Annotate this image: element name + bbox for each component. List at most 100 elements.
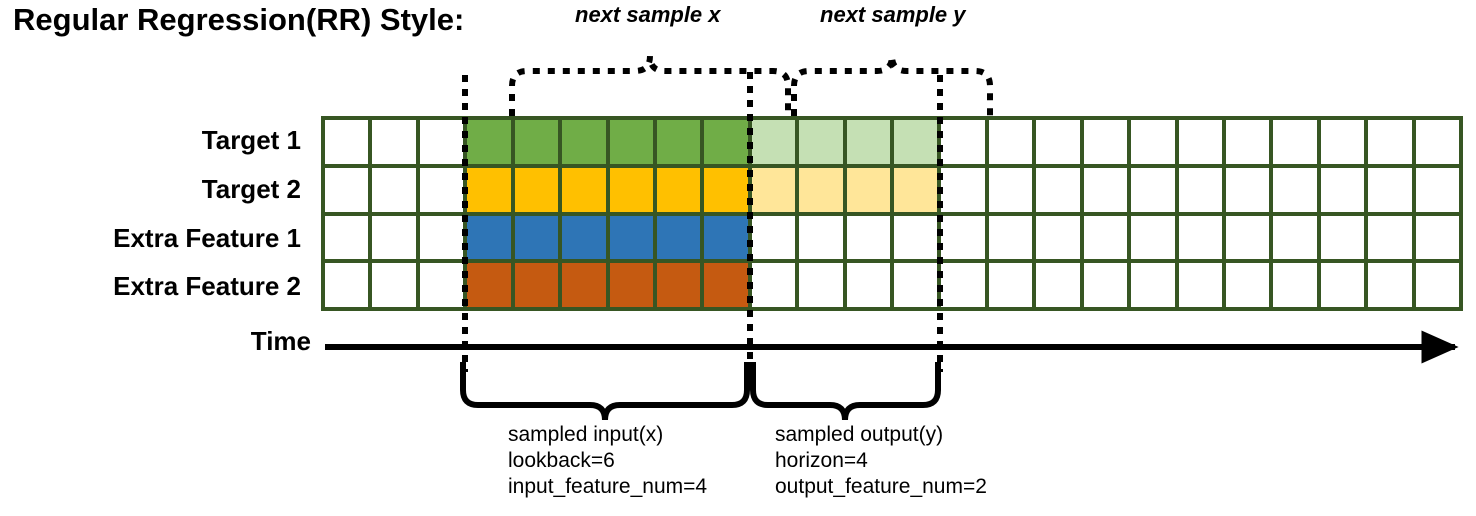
grid-cell bbox=[1225, 215, 1270, 260]
grid-cell bbox=[1368, 120, 1412, 164]
grid-cell bbox=[656, 263, 701, 307]
grid-cell bbox=[1320, 120, 1365, 164]
grid-cell bbox=[1225, 120, 1270, 164]
annotation-next-sample-y: next sample y bbox=[820, 2, 966, 27]
grid-cell bbox=[941, 263, 985, 307]
grid-cell bbox=[372, 167, 416, 212]
grid-cell bbox=[325, 167, 369, 212]
grid-cell bbox=[1225, 167, 1270, 212]
grid-cell bbox=[799, 120, 843, 164]
grid-cell bbox=[988, 167, 1033, 212]
grid-cell bbox=[751, 215, 796, 260]
grid-cell bbox=[704, 215, 748, 260]
grid-cell bbox=[941, 120, 985, 164]
grid-cell bbox=[325, 263, 369, 307]
grid-cell bbox=[656, 167, 701, 212]
grid-cell bbox=[1131, 120, 1175, 164]
grid-cell bbox=[467, 120, 511, 164]
grid-cell bbox=[894, 120, 938, 164]
grid-cell bbox=[1036, 167, 1080, 212]
grid-cell bbox=[846, 120, 890, 164]
grid-cell bbox=[1083, 215, 1128, 260]
grid-cell bbox=[1131, 215, 1175, 260]
grid-cell bbox=[799, 263, 843, 307]
grid-cell bbox=[1320, 167, 1365, 212]
grid-cell bbox=[799, 215, 843, 260]
brace-bottom-sampled-input bbox=[460, 362, 750, 421]
grid-cell bbox=[562, 215, 606, 260]
grid-cell bbox=[656, 215, 701, 260]
caption-sampled-input: sampled input(x) lookback=6 input_featur… bbox=[508, 422, 707, 500]
grid-cell bbox=[1368, 167, 1412, 212]
grid-cell bbox=[1368, 263, 1412, 307]
brace-top-next-sample-y bbox=[791, 55, 993, 116]
grid-cell bbox=[419, 167, 464, 212]
grid-cell bbox=[1036, 263, 1080, 307]
caption-input-lookback: lookback=6 bbox=[508, 449, 615, 472]
grid-cell bbox=[1415, 215, 1459, 260]
grid-cell bbox=[1178, 263, 1222, 307]
grid-cell bbox=[1036, 215, 1080, 260]
caption-input-feature-num: input_feature_num=4 bbox=[508, 475, 708, 498]
grid-cell bbox=[514, 120, 559, 164]
grid-cell bbox=[1415, 167, 1459, 212]
grid-cell bbox=[894, 263, 938, 307]
grid-cell bbox=[1036, 120, 1080, 164]
row-label-target-2: Target 2 bbox=[201, 173, 301, 204]
grid-cell bbox=[609, 120, 653, 164]
grid-cell bbox=[1273, 215, 1317, 260]
grid-cell bbox=[1225, 263, 1270, 307]
grid-cell bbox=[562, 120, 606, 164]
grid-cell bbox=[751, 263, 796, 307]
grid-cell bbox=[1083, 263, 1128, 307]
grid-cell bbox=[846, 215, 890, 260]
grid-cell bbox=[704, 120, 748, 164]
grid-cell bbox=[609, 215, 653, 260]
brace-top-next-sample-x bbox=[509, 55, 791, 116]
grid-cell bbox=[1178, 215, 1222, 260]
grid-cell bbox=[372, 120, 416, 164]
grid-cell bbox=[1368, 215, 1412, 260]
row-label-extra-feature-1: Extra Feature 1 bbox=[113, 222, 301, 253]
grid-cell bbox=[894, 167, 938, 212]
grid-cell bbox=[1083, 120, 1128, 164]
grid-cell bbox=[467, 263, 511, 307]
page-title: Regular Regression(RR) Style: bbox=[13, 2, 465, 37]
row-label-extra-feature-2: Extra Feature 2 bbox=[113, 271, 301, 302]
grid-cell bbox=[1273, 120, 1317, 164]
grid-cell bbox=[609, 167, 653, 212]
time-axis-label: Time bbox=[250, 326, 311, 356]
grid-cell bbox=[988, 263, 1033, 307]
grid-cell bbox=[894, 215, 938, 260]
grid-cell bbox=[704, 167, 748, 212]
grid-cell bbox=[325, 215, 369, 260]
grid-cell bbox=[1178, 167, 1222, 212]
grid-cell bbox=[988, 120, 1033, 164]
grid-cell bbox=[609, 263, 653, 307]
grid-cell bbox=[467, 167, 511, 212]
grid-cell bbox=[1083, 167, 1128, 212]
grid-cell bbox=[1273, 263, 1317, 307]
caption-sampled-output: sampled output(y) horizon=4 output_featu… bbox=[775, 422, 987, 500]
grid-cell bbox=[751, 120, 796, 164]
grid-cell bbox=[1320, 215, 1365, 260]
grid-cell bbox=[514, 215, 559, 260]
grid-cell bbox=[372, 263, 416, 307]
grid-cell bbox=[846, 263, 890, 307]
row-label-target-1: Target 1 bbox=[201, 125, 301, 155]
grid-cell bbox=[704, 263, 748, 307]
brace-bottom-sampled-output bbox=[750, 362, 941, 421]
grid-cell bbox=[514, 263, 559, 307]
grid-cell bbox=[1320, 263, 1365, 307]
grid-cell bbox=[656, 120, 701, 164]
grid-cell bbox=[419, 263, 464, 307]
grid-cell bbox=[372, 215, 416, 260]
row-label-column: Target 1 Target 2 Extra Feature 1 Extra … bbox=[0, 116, 311, 311]
grid-cell bbox=[1273, 167, 1317, 212]
grid-cell bbox=[562, 263, 606, 307]
grid-cell bbox=[467, 215, 511, 260]
annotation-next-sample-x: next sample x bbox=[575, 2, 721, 27]
timeseries-grid bbox=[321, 116, 1463, 311]
grid-cell bbox=[1178, 120, 1222, 164]
